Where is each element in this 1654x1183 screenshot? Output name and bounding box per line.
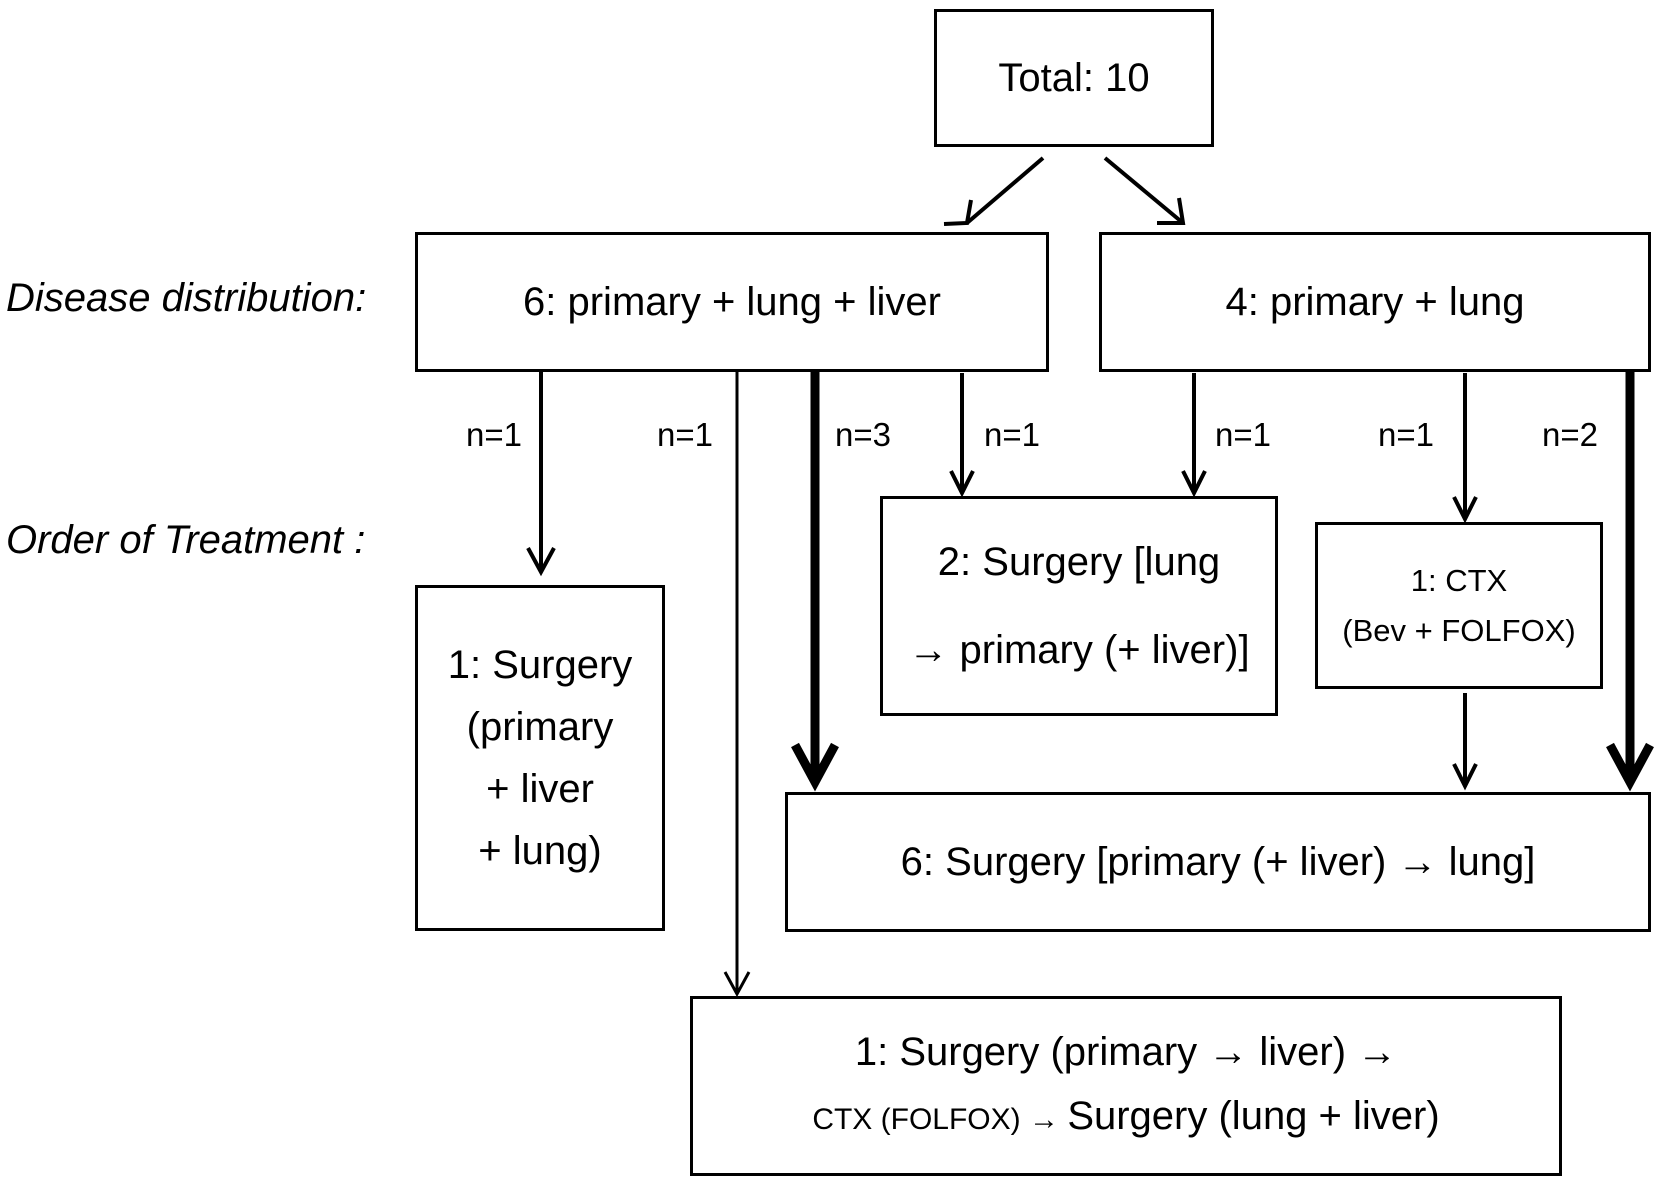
- arrow-total-to-d6: [965, 156, 1045, 225]
- ctx-box: 1: CTX (Bev + FOLFOX): [1315, 522, 1603, 689]
- arrowhead-ctx-to-surgery6: [1452, 763, 1478, 791]
- surgery2-line-1: 2: Surgery [lung: [937, 540, 1221, 584]
- bottom-line-2: CTX (FOLFOX) → Surgery (lung + liver): [812, 1084, 1439, 1152]
- distribution-box-6: 6: primary + lung + liver: [415, 232, 1049, 372]
- edge-label-n1-d: n=1: [1215, 416, 1271, 453]
- arrow-total-to-d4: [1103, 156, 1185, 225]
- order-of-treatment-label: Order of Treatment :: [6, 518, 366, 562]
- arrowhead-d4-to-ctx: [1452, 496, 1478, 524]
- edge-label-n1-c: n=1: [984, 416, 1040, 453]
- disease-distribution-label: Disease distribution:: [6, 276, 367, 320]
- edge-label-n1-a: n=1: [466, 416, 522, 453]
- surgery1-line-3: + liver: [486, 767, 594, 811]
- arrowhead-d4-to-surgery6: [1606, 742, 1654, 792]
- total-text: Total: 10: [998, 55, 1150, 100]
- bottom-line-1: 1: Surgery (primary → liver) →: [854, 1030, 1398, 1074]
- surgery1-line-2: (primary: [466, 705, 614, 749]
- surgery6-text: 6: Surgery [primary (+ liver) → lung]: [900, 839, 1536, 884]
- surgery1-line-4: + lung): [478, 829, 602, 873]
- arrowhead-d6-to-bottom: [723, 971, 751, 998]
- edge-label-n2: n=2: [1542, 416, 1598, 453]
- arrowhead-total-to-d4: [1157, 197, 1186, 225]
- surgery2-line-2: → primary (+ liver)]: [908, 628, 1250, 672]
- surgery-box-1: 1: Surgery (primary + liver + lung): [415, 585, 665, 931]
- ctx-line-2: (Bev + FOLFOX): [1342, 612, 1576, 648]
- surgery1-line-1: 1: Surgery: [447, 643, 633, 687]
- surgery-box-bottom: 1: Surgery (primary → liver) → CTX (FOLF…: [690, 996, 1562, 1176]
- arrowhead-d6-to-surgery6: [791, 742, 839, 792]
- arrowhead-total-to-d6: [943, 199, 973, 226]
- edge-label-n3: n=3: [835, 416, 891, 453]
- edge-label-n1-e: n=1: [1378, 416, 1434, 453]
- arrowhead-d6-to-surgery2: [949, 470, 975, 498]
- bottom-line-2-surgery: Surgery (lung + liver): [1067, 1094, 1440, 1138]
- surgery-box-6: 6: Surgery [primary (+ liver) → lung]: [785, 792, 1651, 932]
- distribution-4-text: 4: primary + lung: [1225, 279, 1525, 324]
- distribution-6-text: 6: primary + lung + liver: [523, 279, 941, 324]
- ctx-line-1: 1: CTX: [1410, 562, 1508, 598]
- distribution-box-4: 4: primary + lung: [1099, 232, 1651, 372]
- bottom-line-2-ctx: CTX (FOLFOX) →: [812, 1103, 1068, 1136]
- edge-label-n1-b: n=1: [657, 416, 713, 453]
- surgery-box-2: 2: Surgery [lung → primary (+ liver)]: [880, 496, 1278, 716]
- total-box: Total: 10: [934, 9, 1214, 147]
- arrowhead-d6-to-surgery1: [526, 547, 556, 577]
- arrowhead-d4-to-surgery2: [1181, 470, 1207, 498]
